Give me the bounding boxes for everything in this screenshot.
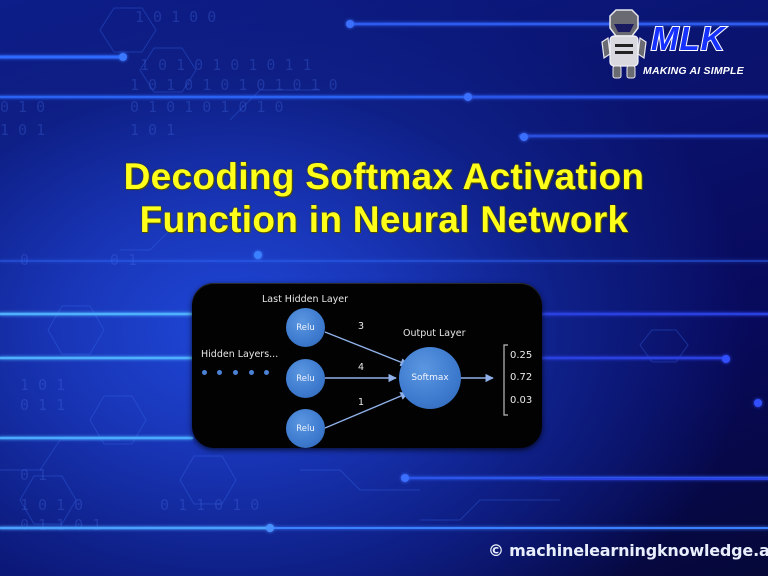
ellipsis-dot bbox=[249, 370, 254, 375]
page-title-line-1: Decoding Softmax Activation bbox=[123, 156, 645, 197]
robot-mascot-icon bbox=[601, 9, 647, 79]
ellipsis-dot bbox=[202, 370, 207, 375]
ellipsis-dot bbox=[264, 370, 269, 375]
weight-label-2: 4 bbox=[358, 362, 365, 373]
glow-lines bbox=[0, 20, 768, 532]
relu-node-1: Relu bbox=[286, 308, 325, 347]
ellipsis-dot bbox=[217, 370, 222, 375]
mlk-logo[interactable] bbox=[596, 6, 766, 82]
relu-node-2: Relu bbox=[286, 359, 325, 398]
edge-relu1-softmax bbox=[324, 331, 409, 367]
logo-brand-text: MLK bbox=[650, 20, 726, 57]
svg-text:1 0 1 0 0: 1 0 1 0 0 bbox=[135, 8, 216, 26]
network-connections bbox=[324, 331, 508, 429]
last-hidden-layer-label: Last Hidden Layer bbox=[262, 294, 349, 305]
relu-node-3: Relu bbox=[286, 409, 325, 448]
svg-text:1 0 1 0 1 0 1 0 1 1: 1 0 1 0 1 0 1 0 1 1 bbox=[140, 56, 312, 74]
svg-text:0 1 0 1 0 1 0 1 0: 0 1 0 1 0 1 0 1 0 bbox=[130, 98, 284, 116]
hidden-layers-label: Hidden Layers... bbox=[201, 349, 279, 360]
svg-text:0 1 1 0 1: 0 1 1 0 1 bbox=[20, 516, 101, 534]
output-vector-bracket bbox=[503, 344, 508, 416]
page-title-line-2: Function in Neural Network bbox=[139, 199, 629, 240]
output-value-3: 0.03 bbox=[510, 395, 533, 406]
svg-text:0 1: 0 1 bbox=[20, 466, 47, 484]
svg-text:0 1 1 0 1 0: 0 1 1 0 1 0 bbox=[160, 496, 259, 514]
svg-text:1 0 1: 1 0 1 bbox=[130, 121, 175, 139]
output-value-2: 0.72 bbox=[510, 372, 533, 383]
svg-text:0 1 0: 0 1 0 bbox=[0, 98, 45, 116]
svg-text:0 1 1: 0 1 1 bbox=[20, 396, 65, 414]
weight-label-1: 3 bbox=[358, 321, 365, 332]
ellipsis-dot bbox=[233, 370, 238, 375]
binary-digits: 1 0 1 0 0 1 0 1 0 1 0 1 0 1 1 1 0 1 0 1 … bbox=[0, 8, 338, 534]
weight-label-3: 1 bbox=[358, 397, 365, 408]
logo-tagline: MAKING AI SIMPLE bbox=[643, 65, 744, 77]
hex-circuit-pattern bbox=[0, 7, 689, 525]
copyright-footer[interactable]: © machinelearningknowledge.ai bbox=[488, 541, 768, 560]
softmax-node: Softmax bbox=[399, 347, 461, 409]
svg-text:1 0 1 0 1 0 1 0 1 0 1 0: 1 0 1 0 1 0 1 0 1 0 1 0 bbox=[130, 76, 338, 94]
softmax-diagram-panel: Last Hidden Layer Hidden Layers... Outpu… bbox=[192, 283, 542, 448]
svg-text:0: 0 bbox=[20, 251, 29, 269]
svg-text:1 0 1 0: 1 0 1 0 bbox=[20, 496, 83, 514]
svg-text:1 0 1: 1 0 1 bbox=[20, 376, 65, 394]
svg-text:1 0 1: 1 0 1 bbox=[0, 121, 45, 139]
output-layer-label: Output Layer bbox=[403, 328, 466, 339]
output-value-1: 0.25 bbox=[510, 350, 533, 361]
edge-relu3-softmax bbox=[324, 392, 409, 429]
svg-text:0 1: 0 1 bbox=[110, 251, 137, 269]
